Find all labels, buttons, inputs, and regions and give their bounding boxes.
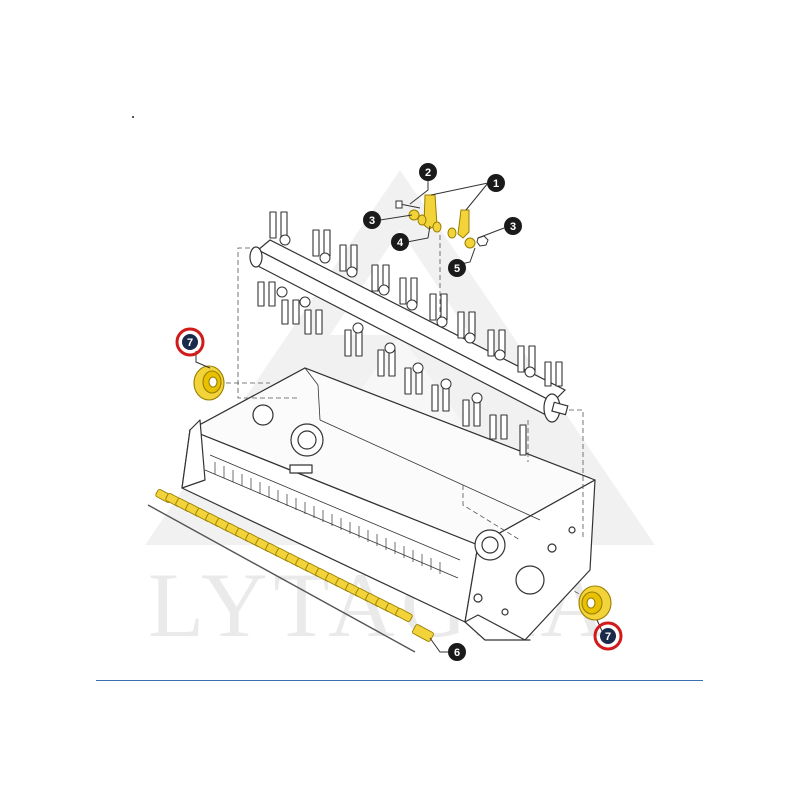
callout-2: 2 — [419, 163, 437, 181]
bearing-flange-right-part-7 — [578, 585, 612, 621]
callout-5-label: 5 — [454, 263, 460, 275]
callout-7-left: 7 — [175, 327, 205, 357]
stray-mark — [132, 116, 134, 118]
flail-blades — [257, 211, 563, 456]
counter-knives-part-6 — [147, 488, 434, 653]
callout-7-left-label: 7 — [187, 337, 193, 349]
bearing-flange-left-part-7 — [193, 365, 225, 401]
callout-2-label: 2 — [425, 167, 431, 179]
callout-3-left: 3 — [363, 211, 381, 229]
front-face-slots — [214, 462, 441, 574]
rotor-lugs — [276, 234, 536, 404]
bottom-divider — [96, 680, 703, 681]
callout-6-label: 6 — [454, 647, 460, 659]
callout-3-right: 3 — [504, 217, 522, 235]
callout-6: 6 — [448, 643, 466, 661]
callout-1-label: 1 — [493, 178, 499, 190]
bolt-part-2 — [395, 200, 421, 209]
callout-7-right: 7 — [593, 621, 623, 651]
callout-3-right-label: 3 — [510, 221, 516, 233]
callout-7-right-label: 7 — [605, 631, 611, 643]
callout-5: 5 — [448, 259, 466, 277]
bushings-part-3-4 — [408, 209, 476, 249]
callout-3-left-label: 3 — [369, 215, 375, 227]
callout-4: 4 — [391, 233, 409, 251]
callout-1: 1 — [487, 174, 505, 192]
housing-frame — [181, 367, 596, 641]
callout-4-label: 4 — [397, 237, 404, 249]
rotor-shaft — [249, 239, 569, 423]
